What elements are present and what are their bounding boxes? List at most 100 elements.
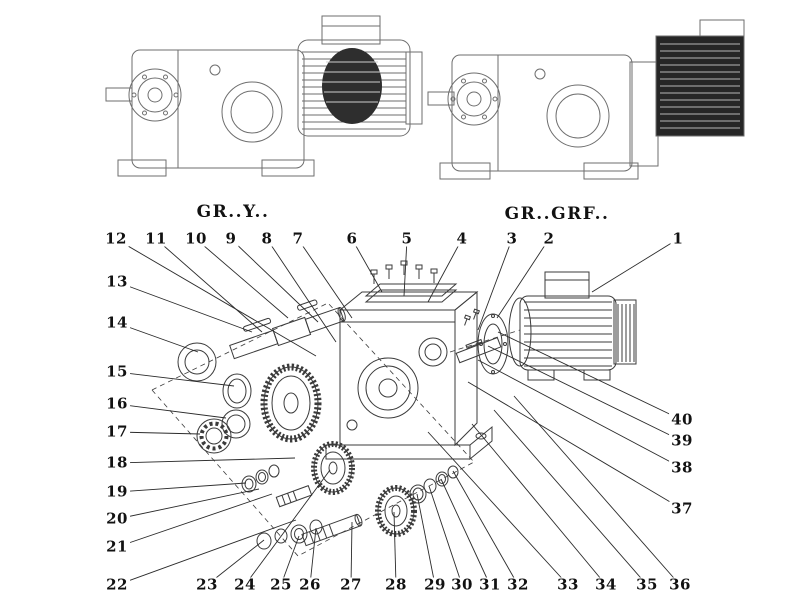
leader-line-39 (487, 345, 683, 442)
part-number-2: 2 (541, 229, 557, 248)
part-number-32: 32 (505, 575, 531, 594)
part-number-21: 21 (104, 537, 130, 556)
leader-line-12 (115, 238, 317, 357)
part-number-15: 15 (104, 362, 130, 381)
leader-line-19 (116, 482, 247, 493)
part-number-9: 9 (223, 229, 239, 248)
part-number-11: 11 (143, 229, 169, 248)
leader-line-27 (350, 521, 353, 586)
leader-line-28 (393, 511, 397, 586)
leader-line-26 (309, 527, 317, 586)
model-label-gr-y: GR..Y.. (196, 202, 270, 222)
part-number-20: 20 (104, 509, 130, 528)
part-number-40: 40 (669, 410, 695, 429)
part-number-23: 23 (194, 575, 220, 594)
motor (508, 271, 637, 381)
leader-line-13 (116, 281, 253, 333)
retaining-rings-left (241, 464, 280, 493)
leader-line-18 (116, 457, 296, 464)
part-number-12: 12 (103, 229, 129, 248)
leader-line-7 (297, 238, 353, 319)
motor-gr-y (297, 15, 423, 137)
leader-line-21 (116, 493, 273, 548)
leader-line-24 (244, 469, 331, 586)
part-number-37: 37 (669, 499, 695, 518)
leader-line-37 (467, 381, 683, 510)
part-number-8: 8 (259, 229, 275, 248)
part-number-19: 19 (104, 482, 130, 501)
leader-line-40 (497, 331, 683, 421)
gear-output-stage (375, 485, 417, 537)
cover-bolts (370, 260, 438, 284)
leader-line-30 (428, 485, 463, 586)
assembled-view-gr-y-illustration (105, 15, 423, 177)
pinion-shaft (301, 513, 363, 547)
part-number-5: 5 (399, 229, 415, 248)
leader-line-16 (116, 403, 227, 419)
leader-line-25 (280, 535, 300, 586)
shaft-key-short (297, 299, 318, 311)
leader-line-4 (427, 238, 463, 303)
leader-line-11 (155, 238, 263, 333)
leader-line-10 (195, 238, 289, 319)
helical-gear-large (260, 363, 322, 443)
bearing-race (221, 409, 251, 439)
leader-line-35 (493, 409, 648, 586)
leader-line-2 (496, 238, 550, 319)
leader-line-1 (591, 238, 679, 293)
leader-line-22 (116, 519, 297, 586)
part-number-22: 22 (104, 575, 130, 594)
leader-line-36 (513, 395, 681, 586)
part-number-24: 24 (232, 575, 258, 594)
exploded-view-illustration (151, 260, 637, 557)
part-number-30: 30 (449, 575, 475, 594)
part-number-34: 34 (593, 575, 619, 594)
part-number-1: 1 (670, 229, 686, 248)
part-number-25: 25 (268, 575, 294, 594)
model-label-gr-grf: GR..GRF.. (504, 204, 610, 224)
part-number-17: 17 (104, 422, 130, 441)
part-number-38: 38 (669, 458, 695, 477)
washers-bottom (256, 519, 323, 550)
gear-second-stage (311, 441, 355, 495)
assembly-axis-dashed-lines (151, 302, 521, 557)
leader-line-29 (416, 493, 436, 586)
part-number-18: 18 (104, 453, 130, 472)
leader-line-6 (351, 238, 383, 293)
leader-line-34 (471, 423, 607, 586)
part-number-10: 10 (183, 229, 209, 248)
part-number-4: 4 (454, 229, 470, 248)
leader-line-31 (440, 478, 491, 586)
pinion-small (275, 485, 313, 508)
oil-seal (177, 342, 217, 382)
part-number-36: 36 (667, 575, 693, 594)
flange-motor-gr-grf (629, 19, 745, 167)
leader-line-20 (116, 488, 260, 520)
gear-housing (325, 283, 493, 461)
leader-line-3 (477, 238, 513, 331)
part-number-39: 39 (669, 431, 695, 450)
leader-line-38 (477, 359, 683, 469)
leader-line-33 (427, 431, 569, 586)
part-number-27: 27 (338, 575, 364, 594)
input-side-bolts (463, 308, 480, 326)
leader-line-32 (452, 470, 519, 586)
leader-line-15 (116, 371, 235, 387)
part-number-13: 13 (104, 272, 130, 291)
leader-line-14 (116, 322, 199, 353)
leader-line-9 (230, 238, 319, 323)
output-shaft (229, 306, 346, 360)
part-number-26: 26 (297, 575, 323, 594)
spacer-ring (222, 373, 252, 409)
leader-line-8 (266, 238, 337, 343)
assembled-view-gr-grf-illustration (427, 19, 745, 180)
leader-line-17 (116, 431, 201, 435)
part-number-33: 33 (555, 575, 581, 594)
part-number-29: 29 (422, 575, 448, 594)
input-shaft (455, 336, 502, 364)
part-number-3: 3 (504, 229, 520, 248)
leader-line-5 (403, 238, 408, 297)
